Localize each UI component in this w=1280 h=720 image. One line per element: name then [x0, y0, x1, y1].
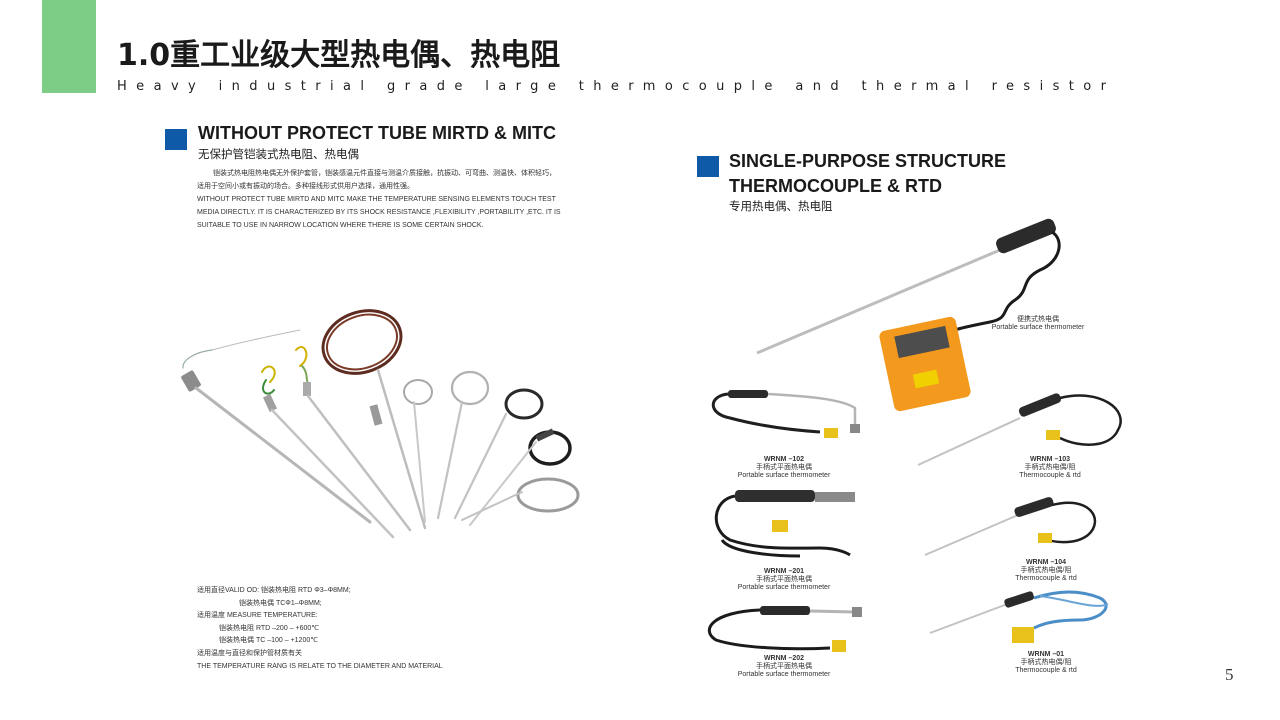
armored-thermocouple-group-image	[181, 309, 580, 539]
wrnm-01-image	[929, 590, 1109, 643]
wrnm-103-image	[917, 393, 1122, 466]
product-caption-wrnm-202: WRNM –202 手柄式平面热电偶 Portable surface ther…	[728, 655, 840, 680]
blue-square-icon	[165, 129, 187, 150]
spec-line: 适用温度与直径和保护管材质有关	[197, 649, 302, 657]
caption-model: WRNM –102	[763, 456, 805, 463]
product-caption-wrnm-104: WRNM –104 手柄式热电偶/阻 Thermocouple & rtd	[1006, 559, 1086, 584]
spec-line: 铠装热电偶 TC –100 – +1200℃	[219, 637, 319, 645]
spec-line: 适用直径VALID OD: 铠装热电阻 RTD Φ3–Φ8MM;	[197, 587, 351, 594]
right-section-subtitle: 专用热电偶、热电阻	[729, 199, 833, 213]
description-line: MEDIA DIRECTLY. IT IS CHARACTERIZED BY I…	[197, 209, 561, 216]
caption-cn: 手柄式热电偶/阻	[1020, 659, 1072, 667]
spec-line: THE TEMPERATURE RANG IS RELATE TO THE DI…	[197, 662, 443, 670]
left-section-title: WITHOUT PROTECT TUBE MIRTD & MITC	[198, 123, 556, 143]
product-caption-wrnm-102: WRNM –102 手柄式平面热电偶 Portable surface ther…	[728, 456, 840, 481]
caption-en: Thermocouple & rtd	[1015, 575, 1077, 583]
caption-en: Portable surface thermometer	[737, 671, 831, 679]
caption-model: WRNM –202	[763, 655, 805, 662]
description-line: 铠装式热电阻热电偶无外保护套管，铠装感温元件直接与测温介质接触，抗振动、可弯曲、…	[213, 170, 556, 177]
caption-cn: 手柄式热电偶/阻	[1020, 567, 1072, 575]
product-caption-wrnm-103: WRNM –103 手柄式热电偶/阻 Thermocouple & rtd	[1010, 456, 1090, 481]
caption-en: Thermocouple & rtd	[1019, 472, 1081, 480]
right-section-title-line1: SINGLE-PURPOSE STRUCTURE	[729, 151, 1007, 171]
caption-en: Portable surface thermometer	[737, 584, 831, 592]
product-caption-wrnm-01: WRNM –01 手柄式热电偶/阻 Thermocouple & rtd	[1006, 651, 1086, 676]
caption-cn: 手柄式热电偶/阻	[1024, 464, 1076, 472]
caption-model: WRNM –201	[763, 568, 805, 575]
caption-en: Portable surface thermometer	[737, 472, 831, 480]
description-line: WITHOUT PROTECT TUBE MIRTD AND MITC MAKE…	[197, 196, 556, 203]
caption-en: Portable surface thermometer	[991, 324, 1085, 332]
caption-cn: 便携式热电偶	[1017, 316, 1059, 323]
portable-thermometer-image	[756, 218, 1061, 412]
caption-model: WRNM –104	[1025, 559, 1067, 566]
caption-model: WRNM –01	[1027, 651, 1065, 658]
page-number: 5	[1225, 665, 1234, 684]
product-caption-wrnm-201: WRNM –201 手柄式平面热电偶 Portable surface ther…	[728, 568, 840, 593]
spec-line: 铠装热电阻 RTD –200 – +600℃	[219, 624, 320, 632]
left-section-specs: 适用直径VALID OD: 铠装热电阻 RTD Φ3–Φ8MM; 铠装热电偶 T…	[197, 585, 443, 673]
right-section-title-line2: THERMOCOUPLE & RTD	[729, 176, 942, 196]
description-line: SUITABLE TO USE IN NARROW LOCATION WHERE…	[197, 222, 484, 229]
wrnm-201-image	[714, 490, 855, 558]
wrnm-202-image	[707, 606, 862, 652]
caption-model: WRNM –103	[1029, 456, 1071, 463]
caption-cn: 手柄式平面热电偶	[756, 464, 812, 472]
left-section-subtitle: 无保护管铠装式热电阻、热电偶	[198, 147, 359, 161]
header-accent-block	[42, 0, 96, 93]
caption-cn: 手柄式平面热电偶	[756, 576, 812, 584]
wrnm-102-image	[711, 390, 860, 438]
spec-line: 适用温度 MEASURE TEMPERATURE:	[197, 612, 318, 620]
caption-en: Thermocouple & rtd	[1015, 667, 1077, 675]
left-section-description: 铠装式热电阻热电偶无外保护套管，铠装感温元件直接与测温介质接触，抗振动、可弯曲、…	[197, 167, 627, 232]
blue-square-icon	[697, 156, 719, 177]
description-line: 适用于空间小或有振动的场合。多种接线形式供用户选择，通用性强。	[197, 183, 414, 190]
caption-cn: 手柄式平面热电偶	[756, 663, 812, 671]
page-subtitle: Heavy industrial grade large thermocoupl…	[117, 79, 1116, 94]
spec-line: 铠装热电偶 TCΦ1–Φ8MM;	[239, 599, 322, 607]
wrnm-104-image	[924, 497, 1097, 556]
product-caption-portable: 便携式热电偶 Portable surface thermometer	[983, 316, 1093, 332]
page-title: 1.0重工业级大型热电偶、热电阻	[117, 38, 561, 73]
